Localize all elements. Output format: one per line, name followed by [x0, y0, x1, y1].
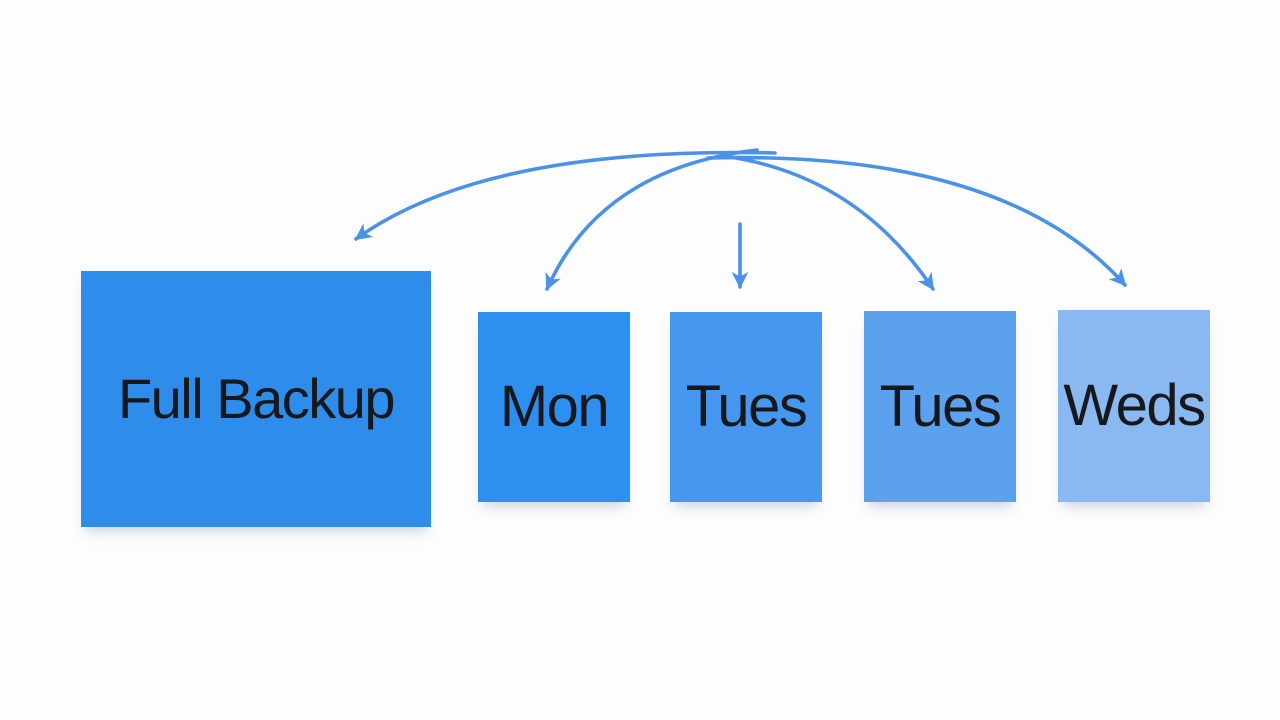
arrow-to-weds-icon [706, 155, 1127, 287]
arrow-to-full-backup-icon [354, 150, 777, 241]
day-box-weds: Weds [1058, 310, 1210, 502]
full-backup-box: Full Backup [81, 271, 431, 527]
day-label-tues-second: Tues [879, 373, 1002, 439]
day-label-tues-first: Tues [685, 374, 808, 439]
arrow-to-tues-second-icon [721, 154, 935, 291]
full-backup-label: Full Backup [117, 367, 396, 430]
day-box-mon: Mon [478, 312, 630, 502]
day-label-weds: Weds [1063, 373, 1206, 438]
day-box-tues-first: Tues [670, 312, 822, 502]
arrow-to-mon-icon [545, 148, 759, 291]
day-label-mon: Mon [499, 374, 610, 439]
day-box-tues-second: Tues [864, 311, 1016, 502]
